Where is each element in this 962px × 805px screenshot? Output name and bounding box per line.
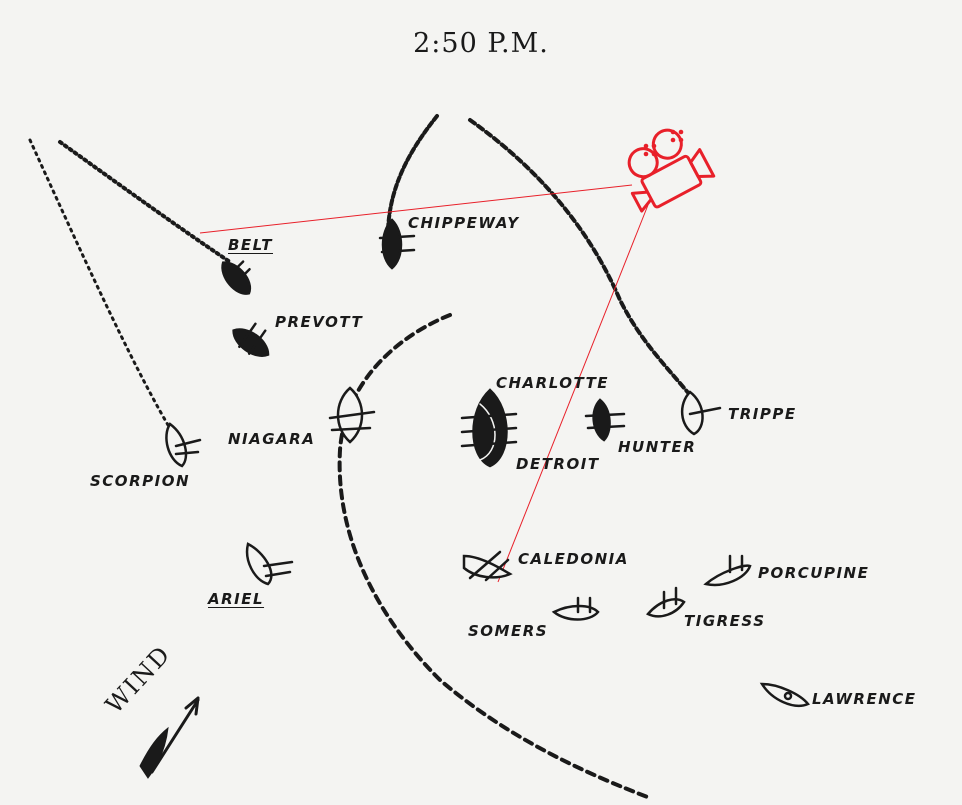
label-tigress: TIGRESS (684, 612, 766, 630)
ship-scorpion (165, 422, 202, 468)
ship-tigress (646, 586, 686, 618)
label-ariel: ARIEL (208, 590, 265, 608)
label-niagara: NIAGARA (228, 430, 316, 448)
sight-line-lower (497, 204, 649, 583)
label-hunter: HUNTER (618, 438, 697, 456)
label-lawrence: LAWRENCE (812, 690, 917, 708)
label-prevott: PREVOTT (275, 313, 364, 331)
ship-somers (551, 596, 600, 621)
label-somers: SOMERS (468, 622, 549, 640)
chippeway-wake (386, 114, 439, 232)
trippe-wake (468, 118, 692, 397)
label-porcupine: PORCUPINE (758, 564, 870, 582)
movie-camera-icon (627, 128, 716, 213)
label-charlotte: CHARLOTTE (496, 374, 610, 392)
sight-line-upper (199, 184, 633, 234)
label-caledonia: CALEDONIA (518, 550, 629, 568)
scorpion-wake (28, 138, 170, 427)
label-detroit: DETROIT (516, 455, 600, 473)
ship-ariel (245, 542, 294, 586)
ship-lawrence (759, 682, 811, 707)
belt-wake (58, 140, 232, 264)
ship-hunter (584, 398, 626, 442)
ship-belt (221, 260, 252, 295)
label-belt: BELT (228, 236, 273, 254)
ship-niagara (328, 386, 376, 444)
ship-porcupine (703, 554, 752, 587)
ship-charlotte-detroit (460, 388, 518, 468)
time-title: 2:50 P.M. (413, 28, 549, 59)
ship-trippe (681, 390, 722, 436)
label-scorpion: SCORPION (90, 472, 190, 490)
ship-caledonia (462, 550, 513, 582)
wind-arrow-icon (139, 696, 200, 779)
ship-prevott (232, 322, 270, 357)
label-chippeway: CHIPPEWAY (408, 214, 520, 232)
niagara-course (337, 313, 652, 800)
ship-chippeway (378, 218, 416, 270)
label-trippe: TRIPPE (728, 405, 797, 423)
